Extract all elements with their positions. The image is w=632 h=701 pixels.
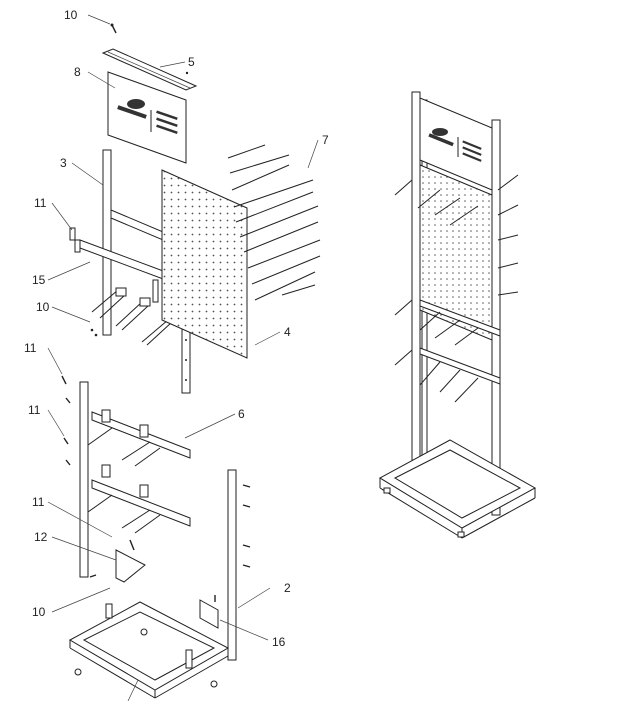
callout-2: 2 — [284, 581, 291, 595]
assembled-right-hooks — [497, 174, 519, 296]
assembled-brand-logo — [428, 128, 482, 162]
callout-16: 16 — [272, 635, 286, 649]
lower-right-clips — [242, 484, 251, 568]
callout-labels: 10 5 8 3 7 11 15 10 4 11 11 6 11 12 2 10… — [24, 8, 329, 649]
callout-4: 4 — [284, 325, 291, 339]
leader-lines — [47, 14, 319, 701]
lower-right-post — [227, 469, 251, 661]
bracket-12 — [115, 539, 146, 583]
pegboard-panel — [161, 169, 248, 359]
callout-6: 6 — [238, 407, 245, 421]
brand-logo — [117, 99, 147, 119]
assembled-display-stand — [378, 91, 537, 539]
upper-frame-hooks — [90, 287, 173, 346]
top-bracket — [101, 48, 198, 91]
assembled-front-hooks — [394, 179, 479, 403]
callout-15: 15 — [32, 273, 46, 287]
base-frame — [68, 601, 230, 699]
callout-8: 8 — [74, 65, 81, 79]
callout-11-upper: 11 — [34, 196, 47, 210]
callout-11-left-b: 11 — [28, 403, 41, 417]
sign-panel — [107, 71, 187, 164]
callout-3: 3 — [60, 156, 67, 170]
assembled-feet — [383, 487, 465, 538]
screw-top — [110, 23, 117, 34]
callout-10-mid: 10 — [36, 300, 50, 314]
bracket-16 — [199, 595, 219, 629]
callout-12: 12 — [34, 530, 48, 544]
callout-10-top: 10 — [64, 8, 78, 22]
hook-rail-upper — [87, 409, 191, 467]
lower-left-post — [61, 375, 97, 578]
callout-11-left-a: 11 — [24, 341, 37, 355]
hook-rail-lower — [87, 464, 191, 534]
callout-7: 7 — [322, 133, 329, 147]
sign-text-block — [156, 110, 178, 134]
callout-11-lower: 11 — [32, 495, 45, 509]
callout-10-bottom: 10 — [32, 605, 46, 619]
leveling-feet — [74, 628, 218, 688]
lower-left-clips — [61, 375, 97, 578]
clip-upper-left — [69, 227, 159, 303]
callout-5: 5 — [188, 55, 195, 69]
pegboard-hooks — [227, 144, 321, 301]
